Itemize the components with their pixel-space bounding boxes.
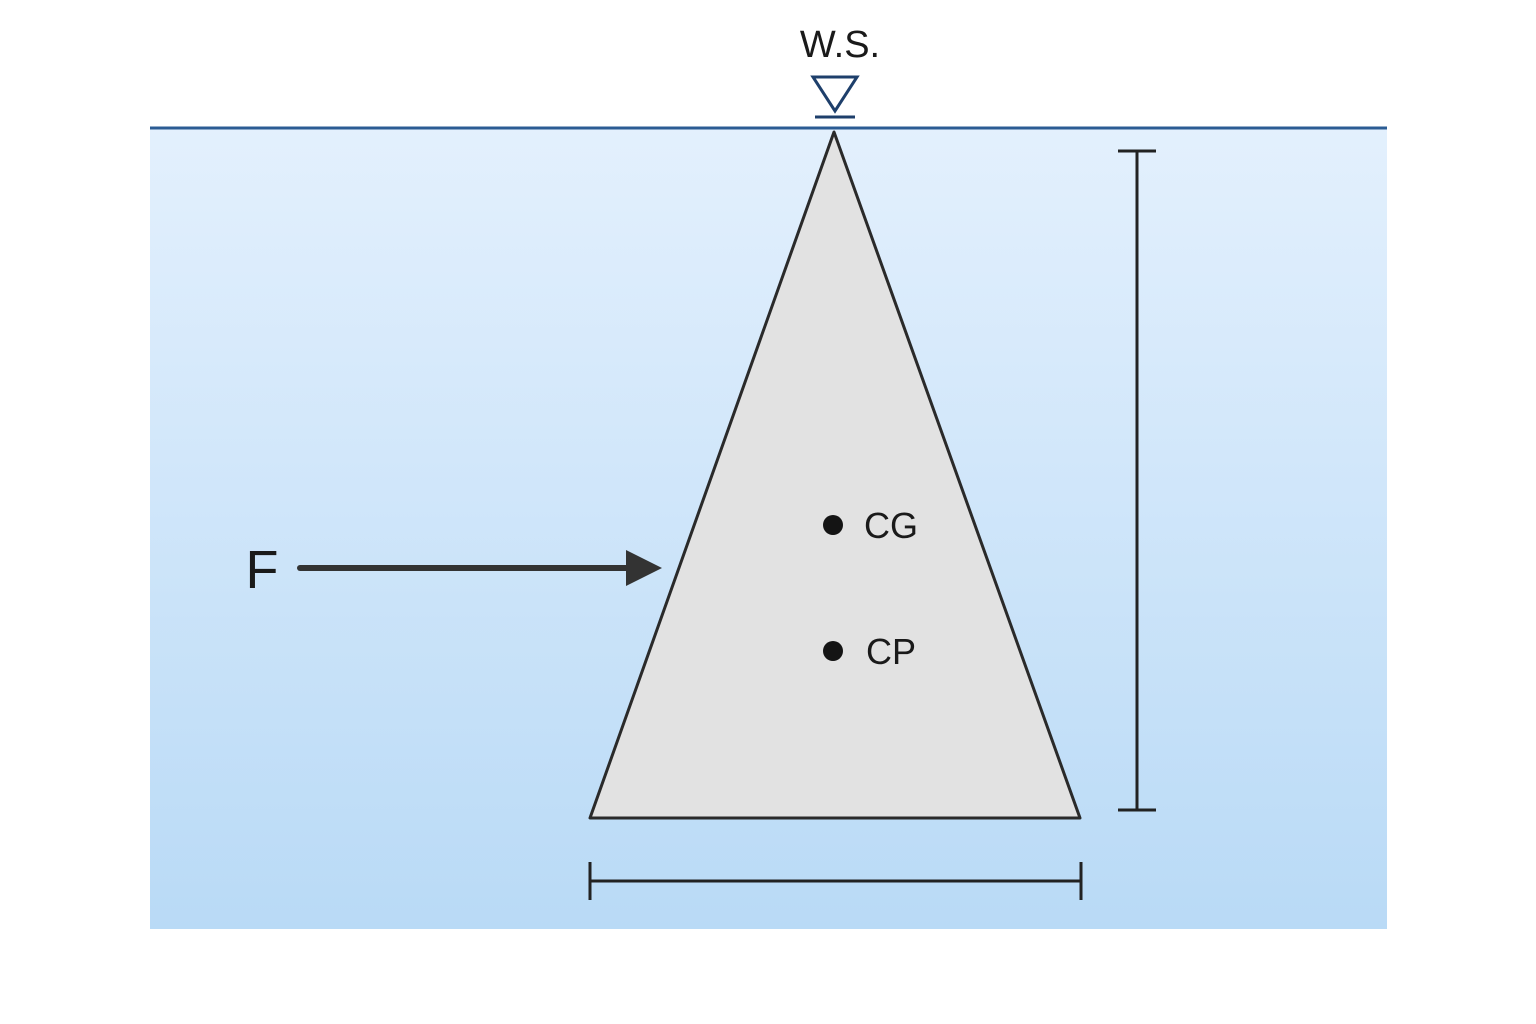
triangular-plate [588, 130, 1082, 820]
centroid-point-icon [823, 515, 843, 535]
pressure-center-point-icon [823, 641, 843, 661]
centroid-label: CG [864, 505, 918, 546]
water-surface-label: W.S. [800, 24, 880, 66]
base-width-dimension-line [588, 862, 1083, 900]
force-arrow-icon [297, 550, 662, 586]
water-surface-marker-icon [810, 75, 860, 119]
force-label: F [246, 540, 279, 600]
pressure-center-label: CP [866, 631, 916, 672]
depth-dimension-line [1118, 149, 1156, 812]
